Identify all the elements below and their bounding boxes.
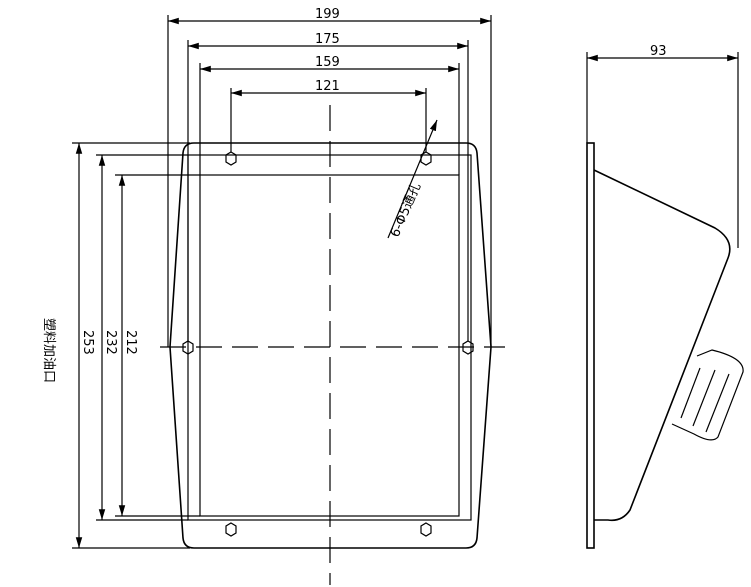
dim-label-212: 212 [123, 330, 138, 355]
dim-label-232: 232 [103, 330, 118, 355]
hole-top-left [225, 151, 237, 166]
hole-mid-left [182, 340, 194, 355]
dim-label-93: 93 [650, 44, 667, 59]
hole-callout-leader [387, 119, 438, 239]
outer-frame [169, 142, 492, 549]
hole-mid-right [462, 340, 474, 355]
side-view: 93 [586, 44, 744, 549]
vertical-dimensions: 253 232 212 [72, 142, 200, 549]
dim-label-253: 253 [80, 330, 95, 355]
dim-label-175: 175 [315, 32, 340, 47]
mounting-plate [586, 142, 595, 549]
hole-top-right [420, 151, 432, 166]
side-label: 塑料加油口 [41, 318, 56, 383]
front-view: 6-Φ5通孔 [160, 105, 505, 585]
dim-label-121: 121 [315, 79, 340, 94]
body-profile [593, 169, 731, 522]
dim-label-159: 159 [315, 55, 340, 70]
mounting-holes [182, 151, 474, 537]
horizontal-dimensions: 199 175 159 121 [167, 7, 492, 347]
hole-bottom-right [420, 522, 432, 537]
nozzle [671, 349, 744, 441]
dim-label-199: 199 [315, 7, 340, 22]
hole-callout: 6-Φ5通孔 [388, 181, 424, 240]
hole-bottom-left [225, 522, 237, 537]
